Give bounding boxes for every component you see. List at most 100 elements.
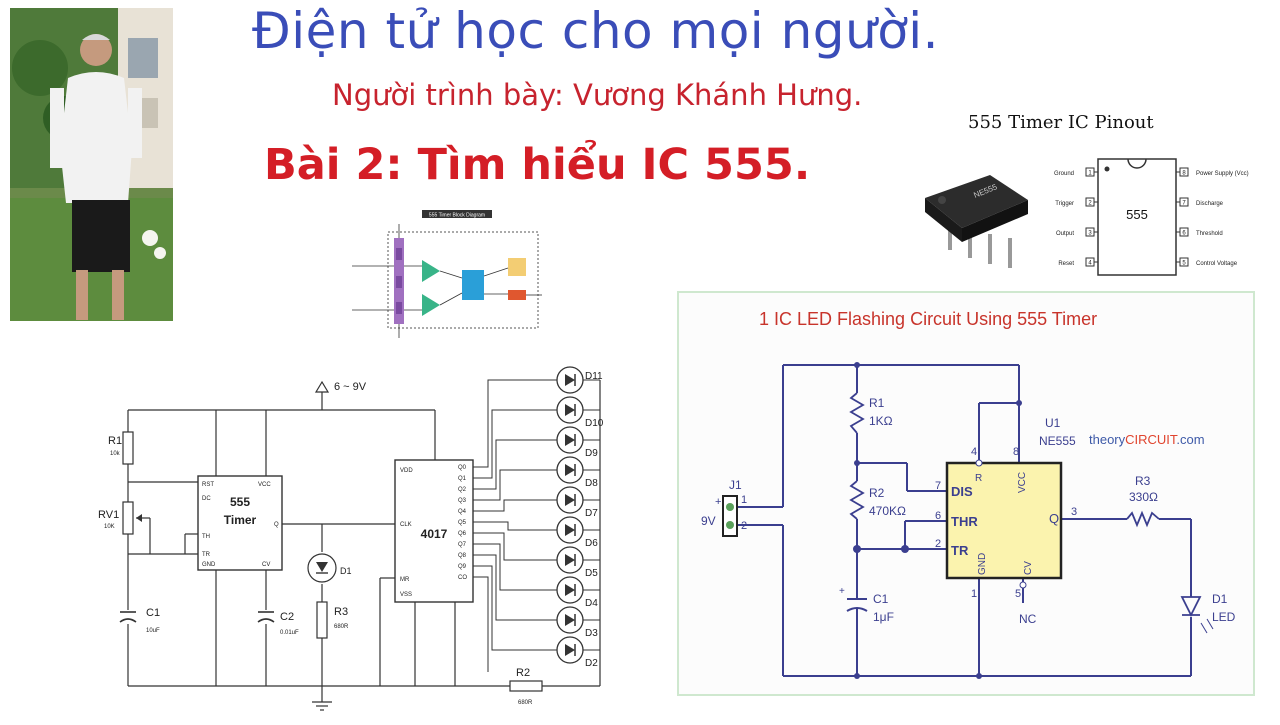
svg-text:6: 6 xyxy=(935,510,941,522)
pin-label: Q6 xyxy=(458,531,467,537)
pin-label: TR xyxy=(202,552,211,558)
pin-number: 6 xyxy=(1182,231,1186,237)
r2-label: R2 xyxy=(516,667,530,679)
r1-label: R1 xyxy=(869,396,885,410)
rv1-value: 10K xyxy=(104,524,115,530)
supply-arrow-icon xyxy=(314,380,330,393)
pin-label: CO xyxy=(458,575,467,581)
svg-text:1: 1 xyxy=(971,588,977,600)
u1-value: NE555 xyxy=(1039,434,1076,448)
c1-label: C1 xyxy=(873,592,889,606)
c1-label: C1 xyxy=(146,607,160,619)
d1-label: D1 xyxy=(340,566,352,576)
pin-label: VCC xyxy=(258,482,271,488)
pin-label: MR xyxy=(400,577,410,583)
pin-label: Q4 xyxy=(458,509,467,515)
potentiometer-rv1 xyxy=(122,501,134,535)
svg-text:4: 4 xyxy=(971,446,977,458)
pin-gnd: GND xyxy=(977,553,988,575)
resistor-r1 xyxy=(849,392,865,434)
pin-label: VDD xyxy=(400,468,413,474)
c1-value: 10uF xyxy=(146,628,160,634)
led-label: D2 xyxy=(585,658,598,669)
flash-circuit-panel: 1 IC LED Flashing Circuit Using 555 Time… xyxy=(677,291,1255,696)
pin-label: Q5 xyxy=(458,520,467,526)
svg-text:3: 3 xyxy=(1071,506,1077,518)
pin-name: Reset xyxy=(1058,261,1074,267)
u1-label: U1 xyxy=(1045,416,1061,430)
pin-label: DC xyxy=(202,496,211,502)
timer-subtitle: Timer xyxy=(224,513,257,527)
dip-chip-photo: NE555 xyxy=(920,160,1030,272)
r1-label: R1 xyxy=(108,435,122,447)
svg-text:8: 8 xyxy=(1013,446,1019,458)
pin-dis: DIS xyxy=(951,484,973,499)
r3-label: R3 xyxy=(1135,474,1151,488)
pin-thr: THR xyxy=(951,514,978,529)
resistor-r2 xyxy=(509,680,543,692)
pinout-diagram: 555 1 Ground 2 Trigger 3 Output 4 Reset … xyxy=(1040,155,1280,280)
c2-label: C2 xyxy=(280,611,294,623)
presenter-photo xyxy=(10,8,173,321)
connector-j1: + xyxy=(715,495,738,537)
r1-value: 10k xyxy=(110,451,121,457)
pin-name: Discharge xyxy=(1196,201,1224,207)
capacitor-c1 xyxy=(119,611,137,623)
svg-text:2: 2 xyxy=(935,538,941,550)
pin-name: Power Supply (Vcc) xyxy=(1196,171,1249,177)
pin-number: 7 xyxy=(1182,201,1186,207)
pin-label: Q9 xyxy=(458,564,467,570)
counter-outputs xyxy=(473,379,555,672)
pin-number: 2 xyxy=(1088,201,1092,207)
led-label: D7 xyxy=(585,508,598,519)
r2-value: 680R xyxy=(518,700,533,706)
block-diagram: 555 Timer Block Diagram xyxy=(352,208,552,346)
pin-label: CV xyxy=(262,562,270,568)
r1-value: 1KΩ xyxy=(869,414,893,428)
resistor-r1 xyxy=(122,431,134,465)
resistor-r2 xyxy=(849,480,865,520)
led-column: D11 D10 D9 D8 D7 D6 D5 D4 D3 D2 xyxy=(540,366,604,669)
nc-label: NC xyxy=(1019,612,1037,626)
pin-name: Ground xyxy=(1054,171,1074,177)
pin-label: Q1 xyxy=(458,476,467,482)
led-label: D3 xyxy=(585,628,598,639)
pin-label: CLK xyxy=(400,522,412,528)
block-diagram-title: 555 Timer Block Diagram xyxy=(429,213,485,219)
c1-value: 1μF xyxy=(873,610,894,624)
slide-title: Điện tử học cho mọi người. xyxy=(252,2,940,60)
r2-value: 470KΩ xyxy=(869,504,906,518)
svg-text:+: + xyxy=(715,496,721,508)
chip-label: 555 xyxy=(1126,207,1148,222)
svg-text:+: + xyxy=(839,586,845,597)
pin-number: 4 xyxy=(1088,261,1092,267)
pin-name: Control Voltage xyxy=(1196,261,1238,267)
watermark: theoryCIRCUIT.com xyxy=(1089,432,1205,447)
pin-label: GND xyxy=(202,562,216,568)
counter-title: 4017 xyxy=(421,527,448,541)
capacitor-c1 xyxy=(846,589,868,619)
led-label: D5 xyxy=(585,568,598,579)
r2-label: R2 xyxy=(869,486,885,500)
svg-text:5: 5 xyxy=(1015,588,1021,600)
pin-label: Q7 xyxy=(458,542,467,548)
d1-label: D1 xyxy=(1212,592,1228,606)
led-label: D9 xyxy=(585,448,598,459)
c2-value: 0.01uF xyxy=(280,630,299,636)
pin-r: R xyxy=(975,473,982,484)
pin-label: Q0 xyxy=(458,465,467,471)
led-label: D6 xyxy=(585,538,598,549)
led-label: D8 xyxy=(585,478,598,489)
presenter-line: Người trình bày: Vương Khánh Hưng. xyxy=(332,78,863,112)
supply-label: 9V xyxy=(701,514,716,528)
pin-tr: TR xyxy=(951,543,969,558)
led-label: D4 xyxy=(585,598,598,609)
pin-number: 8 xyxy=(1182,171,1186,177)
svg-text:7: 7 xyxy=(935,480,941,492)
ne555-chip xyxy=(945,461,1063,580)
resistor-r3 xyxy=(316,601,328,639)
pin-cv: CV xyxy=(1023,561,1034,575)
timer-title: 555 xyxy=(230,495,250,509)
pin-name: Trigger xyxy=(1055,201,1074,207)
pin-number: 1 xyxy=(1088,171,1092,177)
